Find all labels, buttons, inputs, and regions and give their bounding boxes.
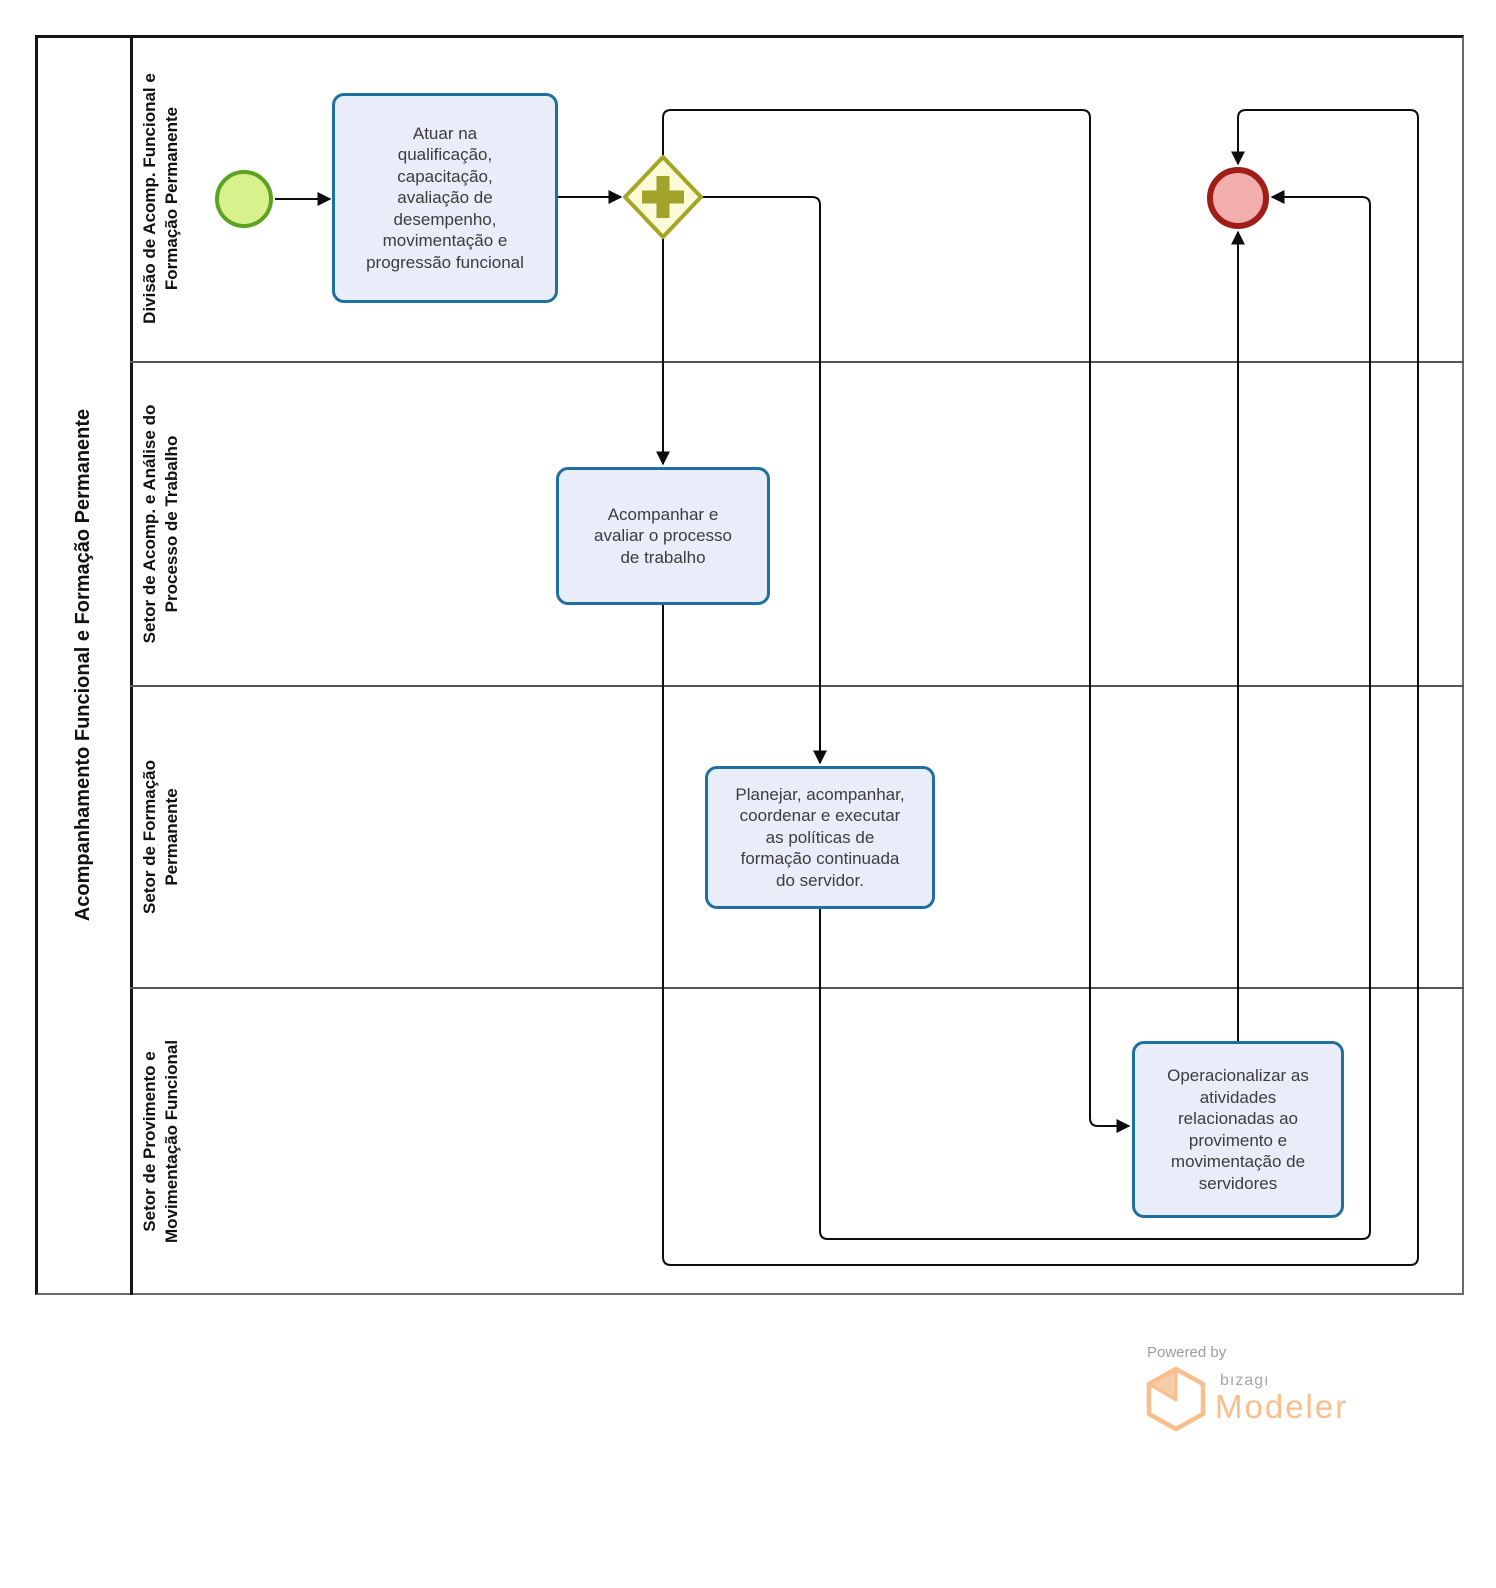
lane-divider-2 [130, 685, 1464, 687]
parallel-gateway[interactable] [623, 155, 703, 239]
lane-label-text: Setor de Formação Permanente [140, 760, 181, 914]
lane-label-text: Setor de Acomp. e Análise do Processo de… [140, 404, 181, 644]
task-acompanhar-avaliar[interactable]: Acompanhar e avaliar o processo de traba… [556, 467, 770, 605]
bizagi-wordmark: bızagı [1220, 1372, 1270, 1389]
task-planejar-politicas[interactable]: Planejar, acompanhar, coordenar e execut… [705, 766, 935, 909]
lane-label-setor-formacao: Setor de Formação Permanente [130, 686, 192, 988]
lane-label-setor-provimento: Setor de Provimento e Movimentação Funci… [130, 988, 192, 1295]
task-operacionalizar-atividades[interactable]: Operacionalizar as atividades relacionad… [1132, 1041, 1344, 1218]
lane-label-text: Divisão de Acomp. Funcional e Formação P… [140, 73, 181, 324]
task-label: Planejar, acompanhar, coordenar e execut… [735, 784, 905, 890]
task-atuar-na-qualificacao[interactable]: Atuar na qualificação, capacitação, aval… [332, 93, 558, 303]
lane-label-setor-acomp-analise: Setor de Acomp. e Análise do Processo de… [130, 362, 192, 686]
pool-title-text: Acompanhamento Funcional e Formação Perm… [71, 408, 94, 922]
plus-icon [642, 176, 684, 218]
powered-by-label: Powered by [1147, 1344, 1227, 1361]
lane-divider-3 [130, 987, 1464, 989]
end-event[interactable] [1207, 167, 1269, 229]
pool-border [35, 35, 1464, 1295]
modeler-wordmark: Modeler [1215, 1388, 1349, 1425]
bizagi-logo-icon [1146, 1366, 1206, 1432]
logo-hexagon [1146, 1366, 1206, 1432]
pool-title-band [35, 35, 133, 1295]
task-label: Operacionalizar as atividades relacionad… [1167, 1066, 1309, 1193]
start-event[interactable] [215, 170, 273, 228]
task-label: Atuar na qualificação, capacitação, aval… [366, 123, 524, 272]
lane-label-divisao-acomp: Divisão de Acomp. Funcional e Formação P… [130, 35, 192, 362]
lane-divider-1 [130, 361, 1464, 363]
lane-label-text: Setor de Provimento e Movimentação Funci… [140, 1039, 181, 1244]
task-label: Acompanhar e avaliar o processo de traba… [594, 504, 732, 567]
pool-title: Acompanhamento Funcional e Formação Perm… [35, 35, 130, 1295]
